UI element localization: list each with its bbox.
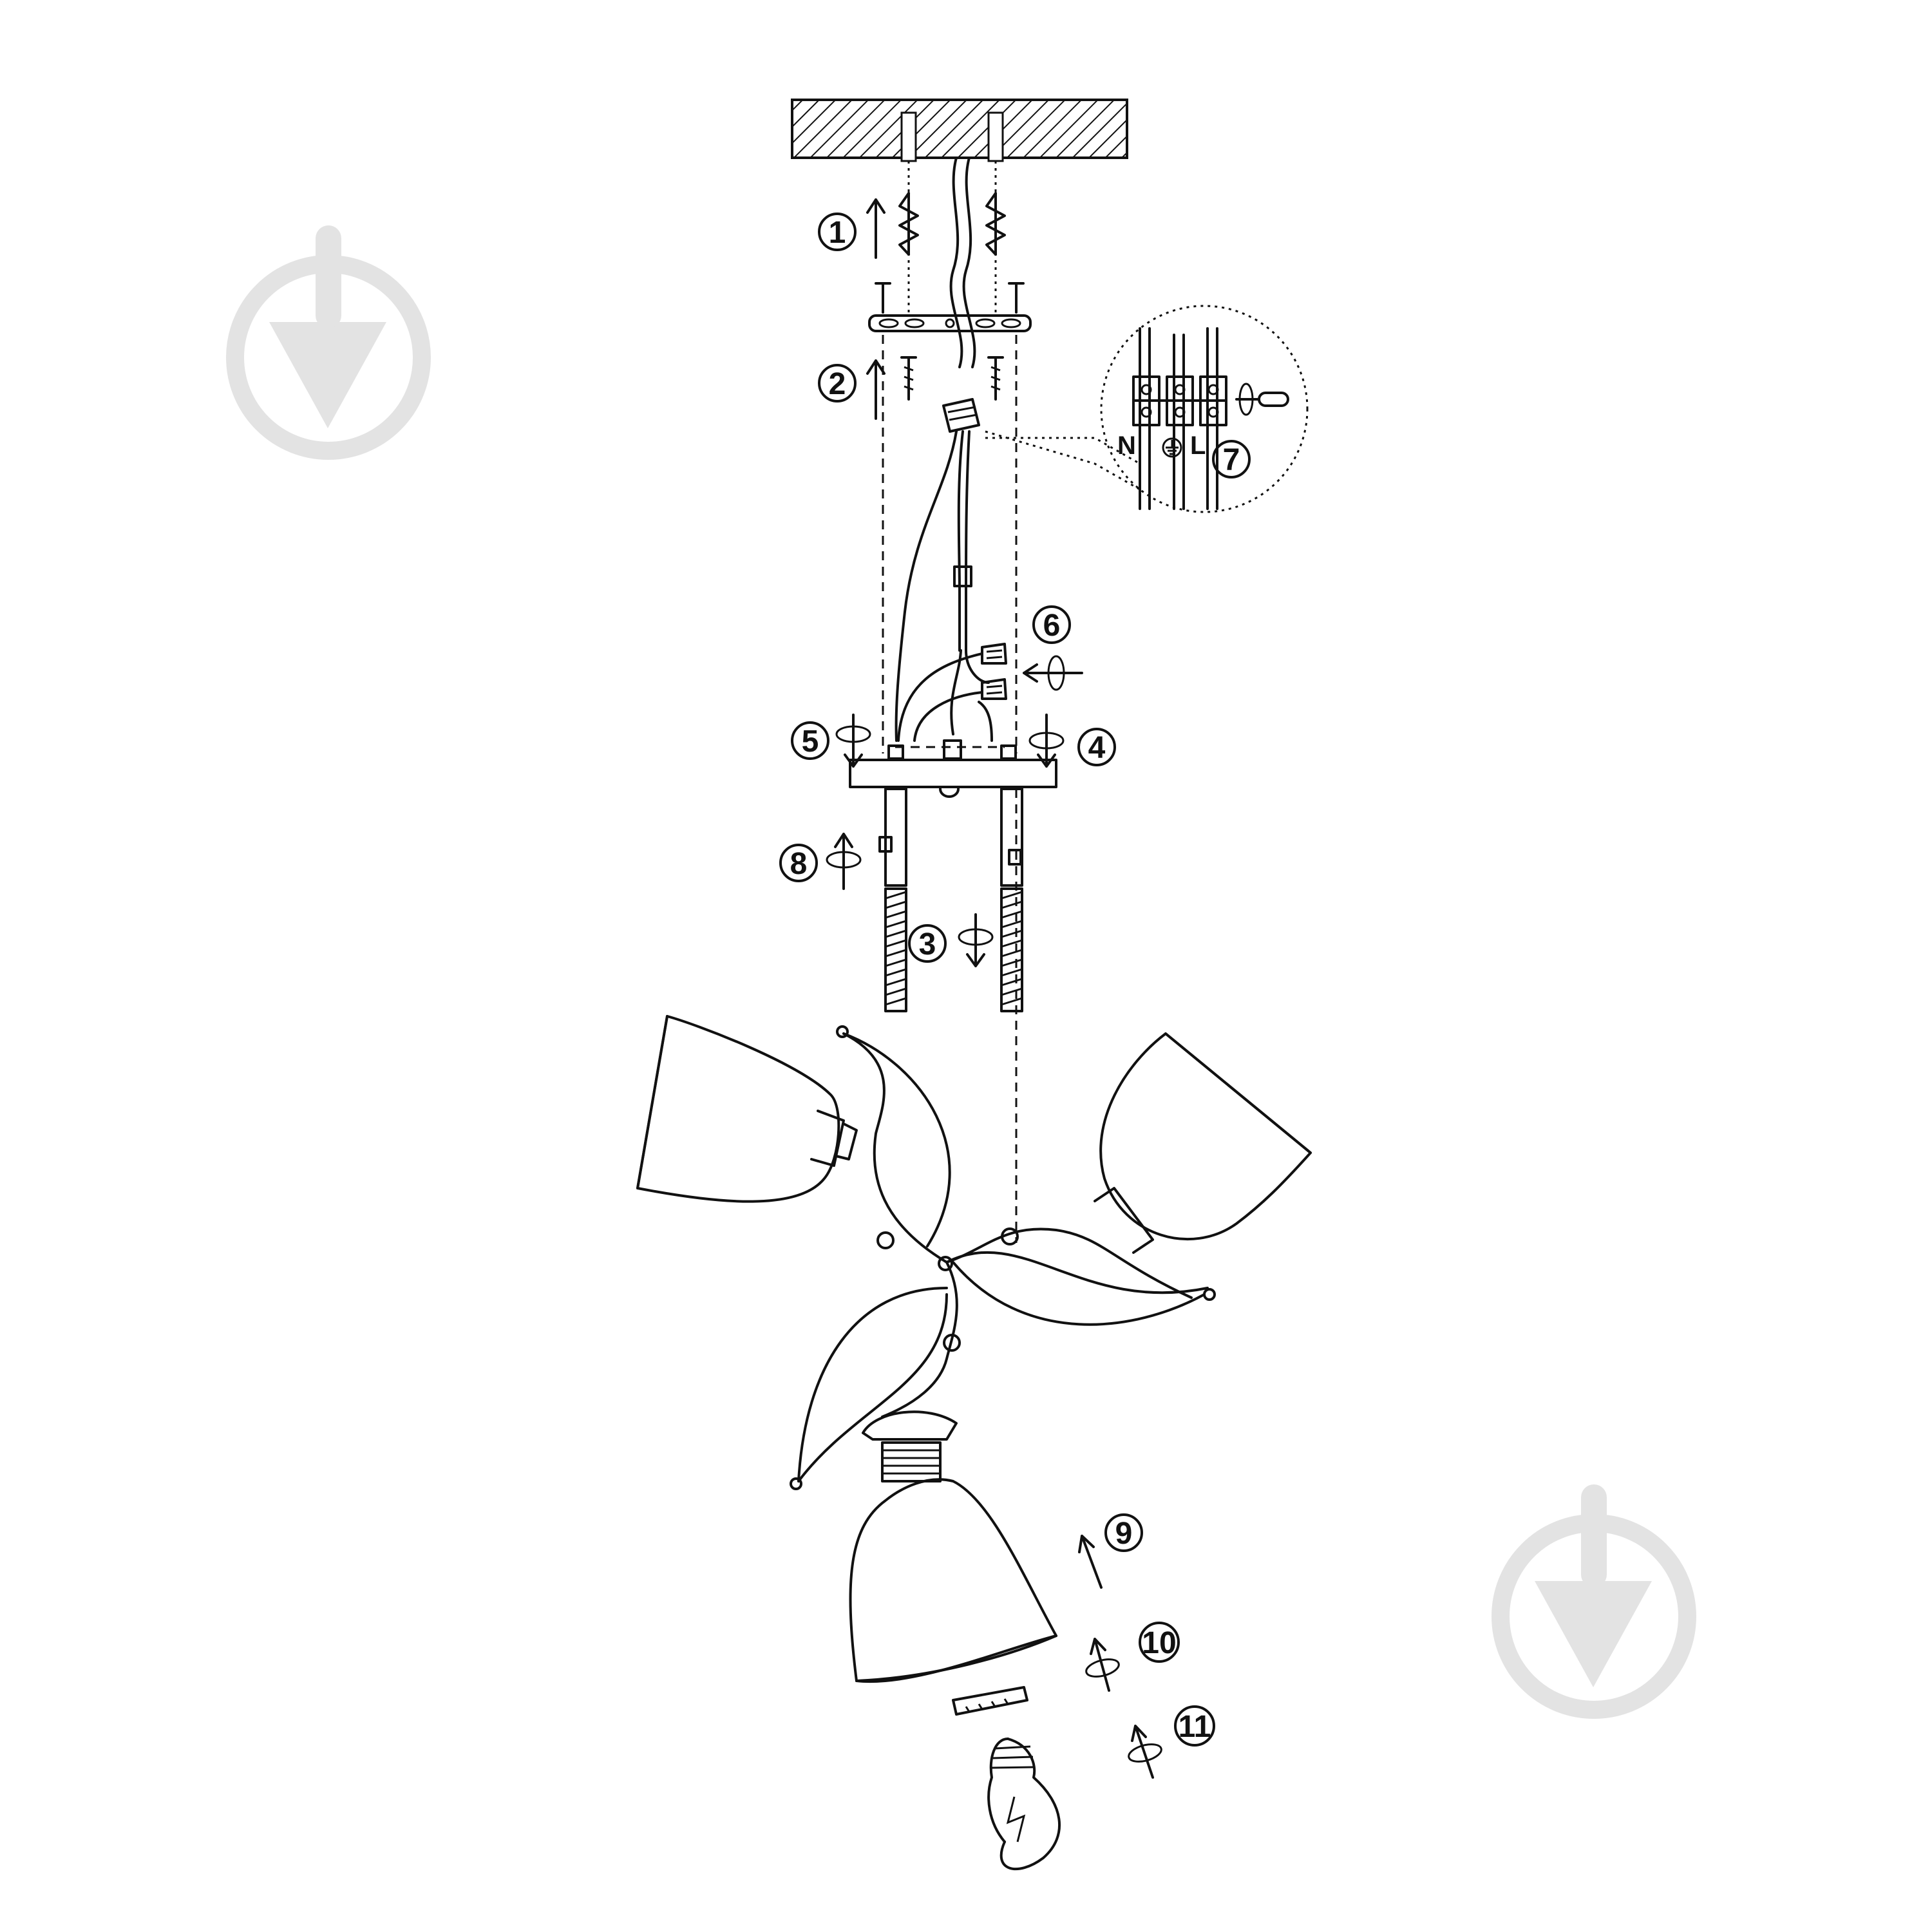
canopy-plate	[849, 739, 1057, 798]
wiring-detail-callout: N L	[1100, 305, 1309, 513]
svg-text:8: 8	[790, 847, 808, 881]
step-10-marker: 10	[1085, 1622, 1180, 1692]
terminal-label-neutral: N	[1117, 431, 1136, 460]
terminal-block	[942, 398, 980, 433]
step-9-marker: 9	[1078, 1513, 1143, 1589]
mounting-bracket	[868, 282, 1032, 332]
light-bulb-icon	[987, 1738, 1061, 1871]
ground-icon	[1162, 437, 1182, 458]
step-4-marker: 4	[1028, 714, 1116, 768]
wall-anchor-right	[985, 192, 1006, 256]
step-2-marker: 2	[818, 359, 886, 420]
wire-connectors	[981, 643, 1007, 700]
watermark-logo-left	[226, 225, 431, 460]
svg-text:5: 5	[802, 724, 819, 759]
svg-text:7: 7	[1223, 443, 1240, 477]
svg-text:4: 4	[1088, 731, 1106, 765]
screwdriver-icon	[1235, 383, 1289, 416]
step-7-marker: 7	[1212, 440, 1251, 478]
terminal-label-live: L	[1190, 431, 1206, 460]
lamp-shade-right	[1094, 1032, 1312, 1254]
lamp-shade-left	[636, 1015, 858, 1203]
lamp-arms	[790, 1025, 1216, 1490]
svg-text:3: 3	[919, 927, 936, 961]
lamp-shade-bottom	[849, 1410, 1057, 1683]
svg-text:6: 6	[1043, 609, 1061, 643]
step-3-marker: 3	[908, 913, 994, 967]
step-5-marker: 5	[791, 714, 871, 768]
bracket-screws	[900, 356, 1004, 401]
svg-text:11: 11	[1179, 1710, 1211, 1744]
step-11-marker: 11	[1128, 1705, 1215, 1779]
watermark-logo-right	[1492, 1484, 1696, 1719]
wall-anchor-left	[898, 192, 919, 256]
svg-text:9: 9	[1115, 1517, 1133, 1551]
svg-text:2: 2	[829, 367, 846, 401]
retaining-ring	[952, 1686, 1028, 1716]
support-tubes	[878, 788, 1023, 887]
step-6-marker: 6	[1023, 605, 1083, 691]
svg-text:1: 1	[829, 216, 846, 250]
threaded-rods	[884, 887, 1023, 1012]
ceiling	[791, 99, 1128, 162]
svg-text:10: 10	[1142, 1626, 1176, 1660]
step-1-marker: 1	[818, 198, 886, 259]
step-8-marker: 8	[779, 833, 862, 890]
